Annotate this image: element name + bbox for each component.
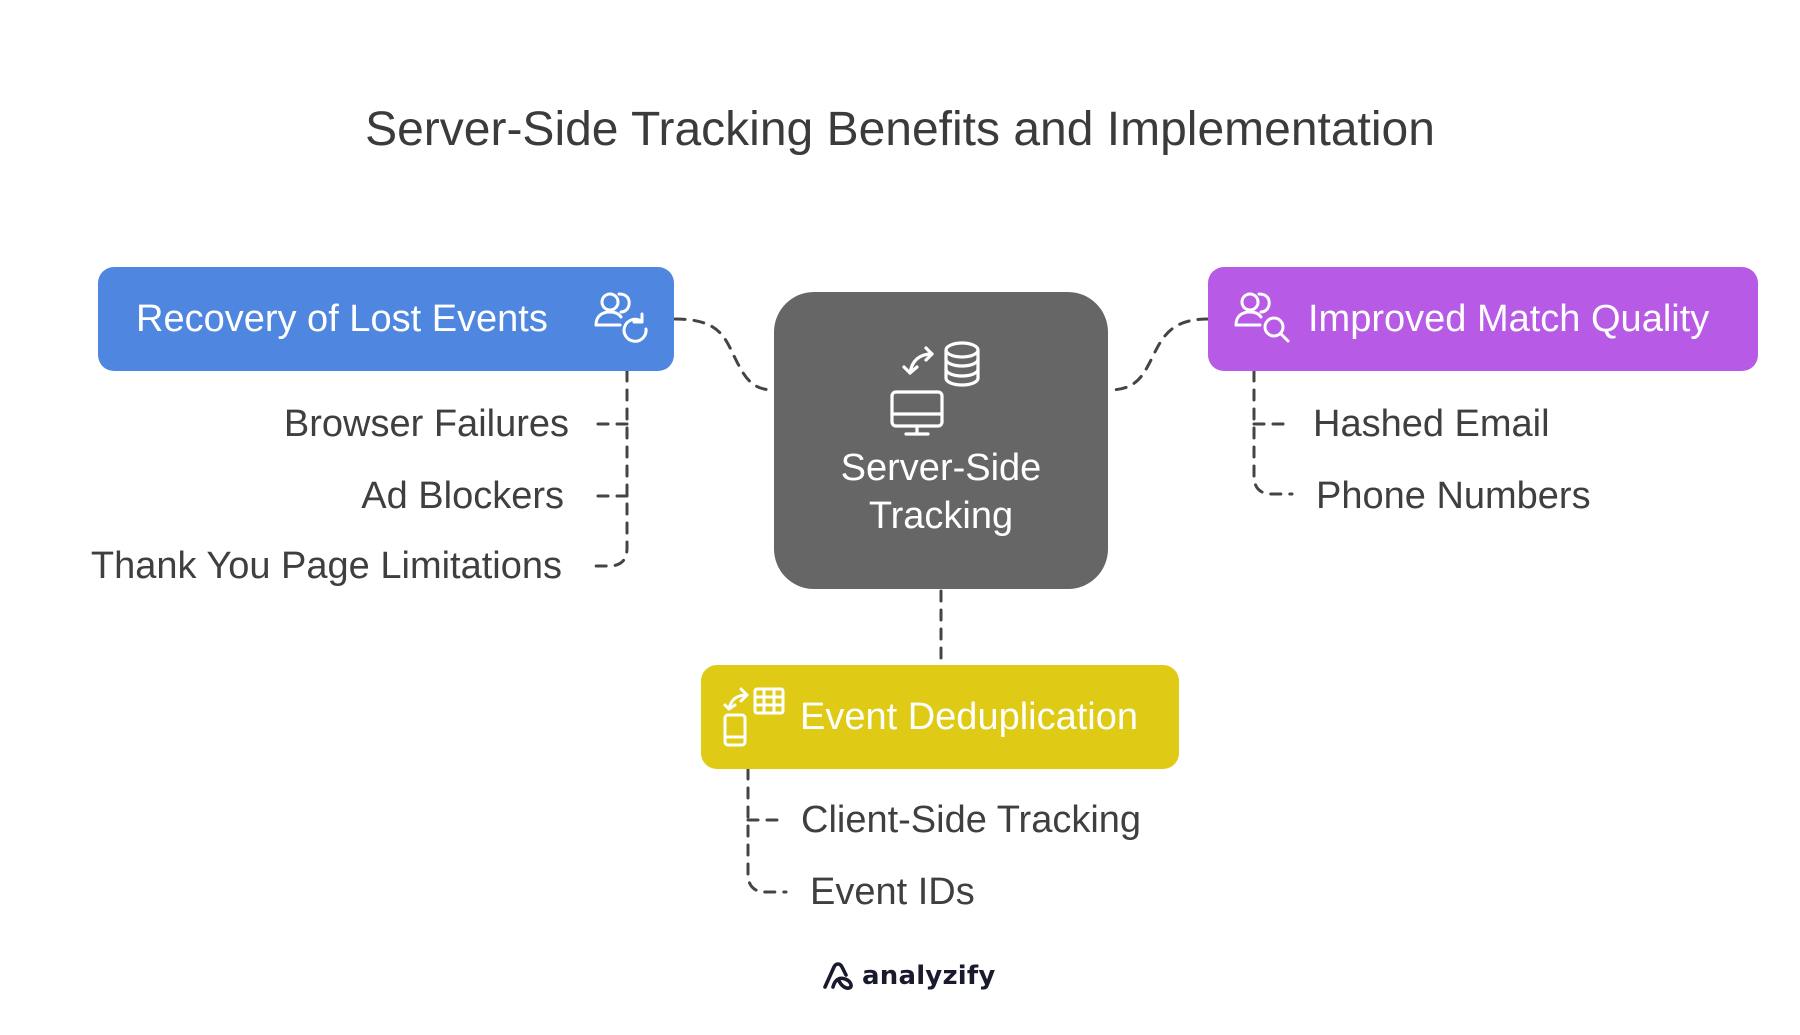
brand-logo: analyzify	[822, 958, 996, 994]
leaf-thank-you-page-limitations: Thank You Page Limitations	[90, 545, 562, 587]
connector-dedup-trunk	[746, 767, 788, 894]
connector-recovery-trunk	[588, 369, 629, 568]
branch-dedup-label: Event Deduplication	[800, 696, 1138, 738]
diagram-title: Server-Side Tracking Benefits and Implem…	[365, 103, 1435, 156]
leaf-phone-numbers: Phone Numbers	[1316, 475, 1591, 517]
leaf-event-ids: Event IDs	[810, 871, 975, 913]
connector-recovery-center	[673, 317, 776, 392]
branch-recovery-label: Recovery of Lost Events	[136, 298, 548, 340]
branch-match-label: Improved Match Quality	[1308, 298, 1710, 340]
users-search-icon	[1234, 292, 1290, 343]
center-node: Server-Side Tracking	[774, 292, 1108, 589]
branch-dedup-box: Event Deduplication	[701, 665, 1179, 769]
device-table-sync-icon	[723, 687, 785, 747]
leaf-browser-failures: Browser Failures	[283, 403, 569, 445]
center-label: Server-Side Tracking	[840, 447, 1042, 537]
server-database-sync-icon	[890, 341, 980, 436]
analyzify-logo-icon	[823, 962, 853, 990]
connector-match-trunk	[1252, 369, 1294, 496]
logo-text: analyzify	[862, 961, 996, 991]
branch-recovery-box: Recovery of Lost Events	[98, 267, 674, 371]
branch-match-box: Improved Match Quality	[1208, 267, 1758, 371]
leaf-client-side-tracking: Client-Side Tracking	[801, 799, 1142, 841]
connector-match-center	[1106, 317, 1210, 392]
leaf-ad-blockers: Ad Blockers	[361, 475, 564, 517]
leaf-hashed-email: Hashed Email	[1313, 403, 1550, 445]
users-refresh-icon	[594, 292, 648, 343]
